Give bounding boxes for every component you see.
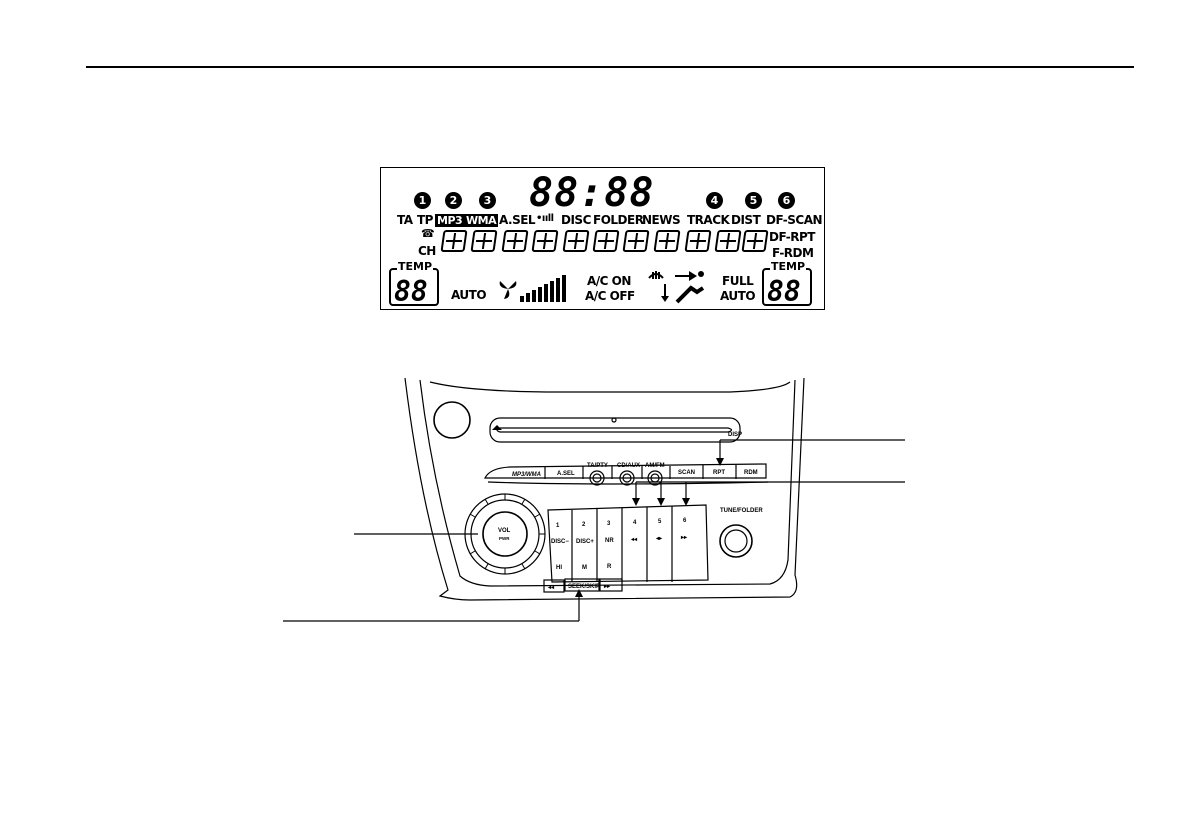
preset-2-num[interactable]: 2 [582,522,586,528]
lcd-df-rpt: DF-RPT [769,230,816,244]
lcd-ac-on: A/C ON [587,274,631,288]
lcd-display: 88:88 1 2 3 4 5 6 TA TP MP3 WMA A.SEL •ı… [380,167,825,310]
lcd-disc: DISC [561,213,591,227]
lcd-auto-right: AUTO [720,289,756,303]
preset-3-num[interactable]: 3 [607,521,611,527]
lcd-dist: DIST [731,213,761,227]
phone-icon: ☎ [421,227,435,240]
temp-right: TEMP 88 [762,260,812,308]
seek-next[interactable]: ▸▸ [603,584,611,590]
lcd-asel: A.SEL [499,213,536,227]
airflow-icon [648,271,705,304]
lcd-signal: •ııll [536,213,554,224]
preset-5-sub: ◂▸ [655,536,663,542]
preset-2-sub: DISC+ [576,539,594,545]
temp-right-value: 88 [767,275,801,308]
lcd-ta: TA [397,213,413,227]
lcd-ac-off: A/C OFF [585,289,635,303]
lcd-f-rdm: F-RDM [772,246,814,260]
preset-6-num[interactable]: 6 [683,518,687,524]
vol-label[interactable]: VOL [498,528,511,534]
preset-1-bottom: HI [556,565,562,571]
btn-cd-aux[interactable]: CD/AUX [617,463,640,469]
preset-4-sub: ◂◂ [630,537,638,543]
btn-rpt[interactable]: RPT [713,470,725,476]
indicator-2: 2 [445,192,462,209]
lcd-wma: WMA [464,214,499,227]
vol-sub-label: PWR [499,536,510,541]
temp-left: TEMP 88 [389,260,439,308]
btn-mp3-wma[interactable]: MP3/WMA [512,472,541,478]
btn-am-fm[interactable]: AM/FM [645,463,665,469]
btn-asel[interactable]: A.SEL [557,471,575,477]
disp-label: DISP [728,432,742,438]
btn-scan[interactable]: SCAN [678,470,695,476]
preset-3-bottom: R [607,564,612,570]
preset-6-sub: ▸▸ [680,535,688,541]
lcd-track: TRACK [687,213,730,227]
fan-icon [499,275,566,302]
header-rule [86,66,1134,68]
preset-1-sub: DISC− [551,539,569,545]
lcd-df-scan: DF-SCAN [766,213,823,227]
preset-1-num[interactable]: 1 [556,523,560,529]
preset-2-bottom: M [582,565,587,571]
btn-rdm[interactable]: RDM [744,470,758,476]
btn-ta-pty[interactable]: TA/PTY [587,463,608,469]
lcd-folder: FOLDER [593,213,644,227]
preset-3-sub: NR [605,538,614,544]
indicator-4: 4 [706,192,723,209]
lcd-news: NEWS [642,213,681,227]
lcd-full: FULL [722,274,754,288]
preset-4-num[interactable]: 4 [633,520,637,526]
temp-left-value: 88 [394,275,428,308]
lcd-clock: 88:88 [529,170,655,216]
indicator-3: 3 [479,192,496,209]
lcd-ch: CH [418,244,436,258]
temp-right-label: TEMP [770,260,807,273]
lcd-auto-left: AUTO [451,288,487,302]
tune-label[interactable]: TUNE/FOLDER [720,508,763,514]
seek-label[interactable]: SEEK/SKIP [568,584,600,590]
indicator-1: 1 [414,192,431,209]
indicator-5: 5 [745,192,762,209]
indicator-6: 6 [778,192,795,209]
preset-5-num[interactable]: 5 [658,519,662,525]
lcd-tp: TP [417,213,433,227]
seek-prev[interactable]: ◂◂ [547,585,555,591]
temp-left-label: TEMP [397,260,434,273]
lcd-mp3: MP3 [435,214,465,227]
